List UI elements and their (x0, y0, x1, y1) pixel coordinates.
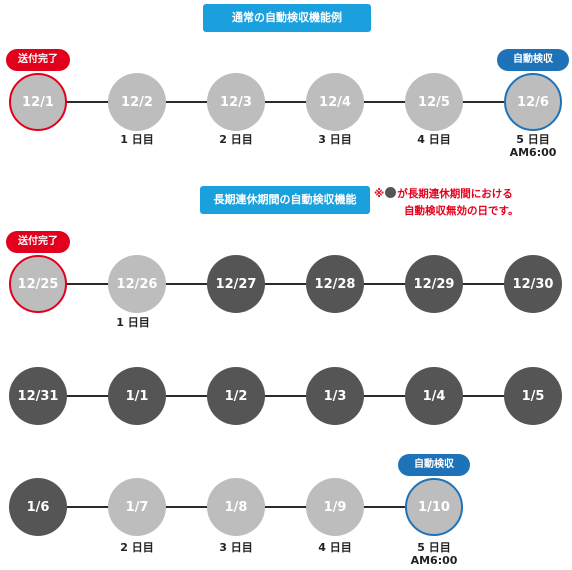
note-line2: 自動検収無効の日です。 (404, 205, 519, 217)
day-count-label: 2 日目 (120, 541, 154, 554)
timeline-connector (38, 283, 534, 285)
date-node: 12/26 (108, 255, 166, 313)
timeline-row: 1/6 1/7 1/8 1/9 1/10 (0, 477, 572, 537)
date-node: 12/25 (9, 255, 67, 313)
time-label: AM6:00 (509, 146, 557, 159)
date-node: 1/7 (108, 478, 166, 536)
holiday-date-node: 1/6 (9, 478, 67, 536)
holiday-date-node: 12/28 (306, 255, 364, 313)
date-node: 1/8 (207, 478, 265, 536)
day-count-label: 2 日目 (219, 133, 253, 146)
day-count-label: 4 日目 (318, 541, 352, 554)
section2-title: 長期連休期間の自動検収機能 (200, 186, 370, 214)
timeline-row: 12/1 12/2 12/3 12/4 12/5 12/6 (0, 72, 572, 132)
date-node: 1/9 (306, 478, 364, 536)
holiday-date-node: 1/5 (504, 367, 562, 425)
holiday-date-node: 1/1 (108, 367, 166, 425)
date-node: 12/3 (207, 73, 265, 131)
note-mark: ※ (374, 188, 385, 200)
day-count-label: 4 日目 (417, 133, 451, 146)
holiday-date-node: 12/31 (9, 367, 67, 425)
day-count-label: 3 日目 (318, 133, 352, 146)
day-count-label: 1 日目 (120, 133, 154, 146)
section1-title: 通常の自動検収機能例 (203, 4, 371, 32)
sent-complete-tag: 送付完了 (6, 49, 70, 71)
date-node: 1/10 (405, 478, 463, 536)
sent-complete-tag: 送付完了 (6, 231, 70, 253)
holiday-date-node: 12/29 (405, 255, 463, 313)
note-line1: が長期連休期間における (397, 188, 513, 200)
timeline-row: 12/31 1/1 1/2 1/3 1/4 1/5 (0, 366, 572, 426)
auto-acceptance-tag: 自動検収 (398, 454, 470, 476)
holiday-date-node: 12/30 (504, 255, 562, 313)
timeline-connector (38, 395, 534, 397)
day-count-label: 5 日目 (516, 133, 550, 146)
holiday-date-node: 1/2 (207, 367, 265, 425)
date-node: 12/5 (405, 73, 463, 131)
date-node: 12/1 (9, 73, 67, 131)
date-node: 12/2 (108, 73, 166, 131)
dark-dot-icon (385, 187, 397, 198)
holiday-date-node: 12/27 (207, 255, 265, 313)
holiday-note: ※ が長期連休期間における 自動検収無効の日です。 (374, 186, 572, 220)
auto-acceptance-tag: 自動検収 (497, 49, 569, 71)
day-count-label: 1 日目 (116, 316, 150, 329)
time-label: AM6:00 (410, 554, 458, 567)
date-node: 12/6 (504, 73, 562, 131)
holiday-date-node: 1/4 (405, 367, 463, 425)
day-count-label: 3 日目 (219, 541, 253, 554)
date-node: 12/4 (306, 73, 364, 131)
timeline-row: 12/25 12/26 12/27 12/28 12/29 12/30 (0, 254, 572, 314)
holiday-date-node: 1/3 (306, 367, 364, 425)
day-count-label: 5 日目 (417, 541, 451, 554)
timeline-connector (38, 101, 534, 103)
